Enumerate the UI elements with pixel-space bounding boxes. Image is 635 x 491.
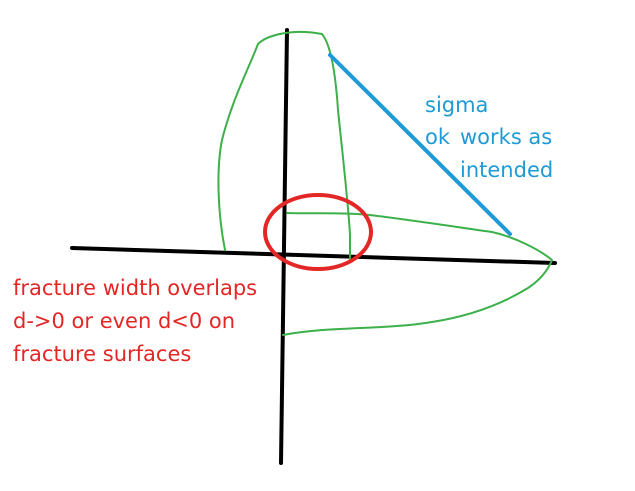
sigma-label: sigma <box>425 93 489 117</box>
overlap-highlight-circle <box>263 193 373 271</box>
fracture-note-line3: fracture surfaces <box>13 342 192 366</box>
fracture-note-line1: fracture width overlaps <box>13 276 258 300</box>
sigma-intended-label: intended <box>460 158 554 182</box>
sigma-works-label: works as <box>460 125 553 149</box>
vertical-axis <box>279 28 289 465</box>
sigma-line <box>328 53 512 236</box>
green-outer-curve <box>217 30 553 336</box>
sigma-ok-label: ok <box>425 125 451 149</box>
fracture-note-line2: d->0 or even d<0 on <box>13 309 236 333</box>
horizontal-axis <box>70 246 557 265</box>
